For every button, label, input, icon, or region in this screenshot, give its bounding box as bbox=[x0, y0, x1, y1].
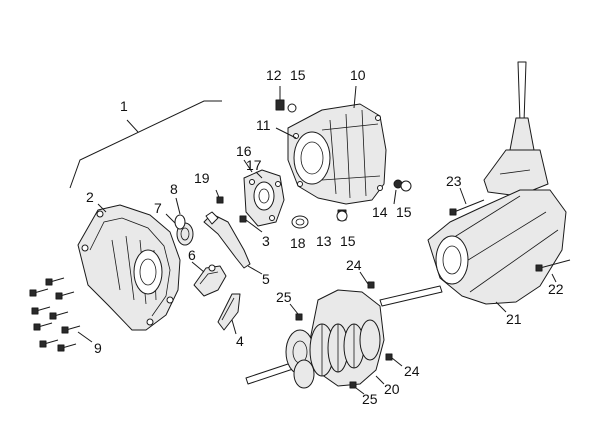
bolt-part-25-lower bbox=[349, 381, 365, 395]
gear-shaft-assembly-part-20 bbox=[245, 285, 443, 389]
label-8: 8 bbox=[170, 181, 178, 197]
shift-fork-part-6 bbox=[191, 261, 227, 297]
release-fork-part-5 bbox=[203, 211, 263, 275]
bolt-part-22 bbox=[535, 259, 571, 283]
plug-part-12 bbox=[275, 86, 297, 113]
label-12: 12 bbox=[266, 67, 282, 83]
label-22: 22 bbox=[548, 281, 564, 297]
label-24-upper: 24 bbox=[346, 257, 362, 273]
bolt-part-23 bbox=[449, 187, 485, 216]
transmission-case-part-10 bbox=[275, 85, 387, 205]
label-11: 11 bbox=[256, 117, 271, 133]
label-25-upper: 25 bbox=[276, 289, 292, 305]
label-6: 6 bbox=[188, 247, 196, 263]
label-23: 23 bbox=[446, 173, 462, 189]
label-21: 21 bbox=[506, 311, 522, 327]
leader-1 bbox=[69, 100, 222, 189]
plate-part-4 bbox=[217, 293, 241, 335]
label-9: 9 bbox=[94, 340, 102, 356]
label-25-lower: 25 bbox=[362, 391, 378, 407]
label-13: 13 bbox=[316, 233, 332, 249]
plug-part-13 bbox=[336, 209, 348, 222]
label-14-15: 15 bbox=[396, 204, 412, 220]
label-14: 14 bbox=[372, 204, 388, 220]
bolt-part-25-upper bbox=[289, 303, 303, 321]
label-5: 5 bbox=[262, 271, 270, 287]
label-2: 2 bbox=[86, 189, 94, 205]
label-24-lower: 24 bbox=[404, 363, 420, 379]
front-bearing-retainer-part-16-17 bbox=[243, 159, 285, 227]
label-18: 18 bbox=[290, 235, 306, 251]
label-17: 17 bbox=[246, 157, 262, 173]
clutch-housing-part-2 bbox=[77, 203, 181, 331]
label-12-15: 15 bbox=[290, 67, 306, 83]
washer-part-18 bbox=[291, 215, 309, 229]
bearing-part-8 bbox=[174, 197, 186, 230]
label-3: 3 bbox=[262, 233, 270, 249]
plug-part-14 bbox=[393, 179, 412, 205]
label-10: 10 bbox=[350, 67, 366, 83]
label-16: 16 bbox=[236, 143, 252, 159]
label-13-15: 15 bbox=[340, 233, 356, 249]
bolt-part-24-upper bbox=[359, 271, 375, 289]
bolt-part-3 bbox=[239, 215, 263, 233]
shift-lever bbox=[483, 61, 549, 197]
label-4: 4 bbox=[236, 333, 244, 349]
extension-housing-part-21 bbox=[427, 189, 567, 313]
label-1: 1 bbox=[120, 98, 128, 114]
bolts-part-9 bbox=[29, 277, 93, 352]
bolt-part-19 bbox=[215, 189, 224, 204]
label-7: 7 bbox=[154, 200, 162, 216]
label-20: 20 bbox=[384, 381, 400, 397]
label-19: 19 bbox=[194, 170, 210, 186]
bolt-part-24-lower bbox=[385, 353, 403, 367]
